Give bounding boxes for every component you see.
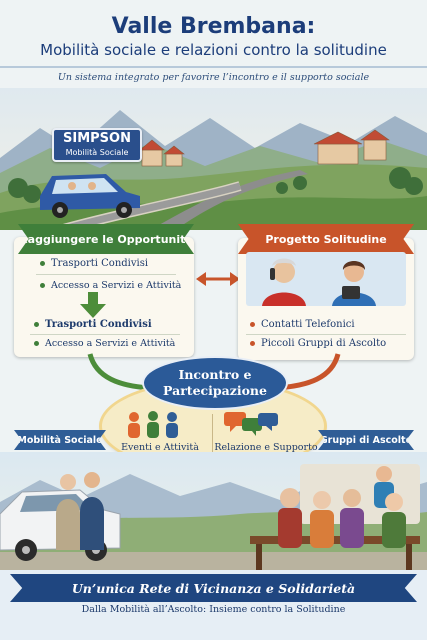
center-separator [212, 414, 213, 452]
center-title-2: Partecipazione [163, 383, 267, 398]
footer-title: Un’unica Rete di Vicinanza e Solidarietà [10, 574, 417, 602]
footer-subtitle: Dalla Mobilità all’Ascolto: Insieme cont… [81, 604, 346, 615]
left-item-1: Trasporti Condivisi [40, 258, 148, 269]
bench-icon [250, 536, 420, 574]
bullet-icon [34, 341, 39, 346]
center-right-item: Relazione e Supporto [214, 442, 318, 453]
left-panel [14, 237, 194, 357]
left-panel-title: Raggiungere le Opportunità [18, 224, 194, 254]
people-group-icon [128, 411, 178, 438]
right-panel-title: Progetto Solitudine [238, 224, 414, 254]
listening-label: Gruppi di Ascolto [318, 430, 414, 450]
left-item-3: Trasporti Condivisi [34, 319, 152, 330]
left-divider-2 [30, 334, 180, 335]
phone-support-illustration [246, 252, 406, 306]
page-title: Valle Brembana: [111, 14, 316, 39]
right-item-2: Piccoli Gruppi di Ascolto [250, 338, 386, 349]
bullet-icon [250, 341, 255, 346]
village-houses [139, 129, 390, 167]
bullet-icon [34, 322, 39, 327]
speech-bubbles-icon [224, 412, 278, 436]
bullet-icon [250, 322, 255, 327]
bullet-icon [40, 283, 45, 288]
community-illustration [0, 452, 427, 582]
right-divider [246, 334, 406, 335]
page-subtitle: Mobilità sociale e relazioni contro la s… [40, 41, 387, 59]
right-item-1: Contatti Telefonici [250, 319, 355, 330]
simpson-caption: Mobilità Sociale [65, 148, 129, 157]
mobility-label: Mobilità Sociale [14, 430, 106, 450]
elderly-group [278, 466, 406, 548]
down-arrow-icon [80, 292, 106, 318]
page-tagline: Un sistema integrato per favorire l’inco… [57, 72, 370, 83]
bullet-icon [40, 261, 45, 266]
left-item-4: Accesso a Servizi e Attività [34, 338, 175, 349]
green-arrow-icon [87, 353, 151, 391]
simpson-sign: SIMPSON Mobilità Sociale [52, 128, 142, 162]
center-left-item: Eventi e Attività [121, 442, 199, 453]
car-icon [40, 174, 140, 218]
left-item-2: Accesso a Servizi e Attività [40, 280, 181, 291]
left-divider-1 [36, 274, 176, 275]
valley-landscape-illustration [0, 88, 427, 230]
header-divider [0, 66, 427, 68]
center-title-badge: Incontro e Partecipazione [142, 356, 288, 410]
center-title-1: Incontro e [178, 367, 252, 382]
simpson-brand: SIMPSON [63, 131, 131, 146]
helper-people [56, 472, 104, 550]
double-arrow-icon [196, 272, 240, 286]
